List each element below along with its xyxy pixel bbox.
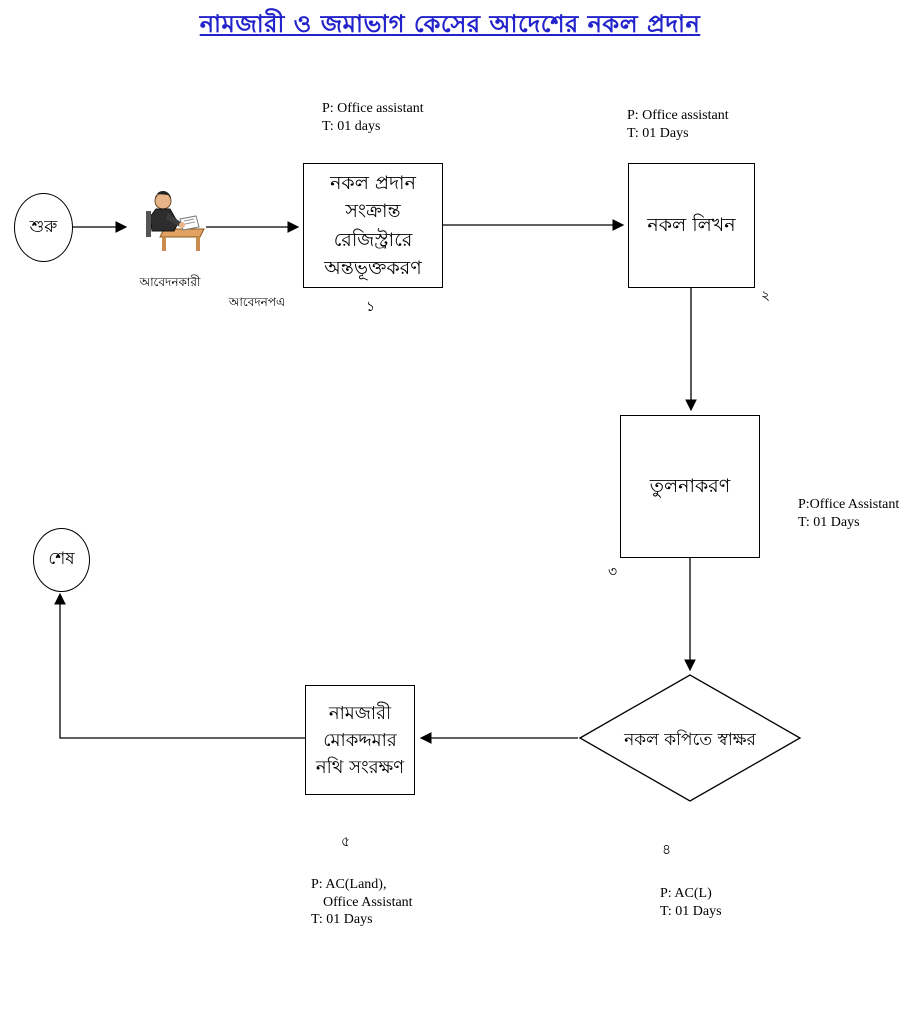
note-step3-person: P:Office Assistant xyxy=(798,497,900,512)
process-box-record-preservation: নামজারী মোকদ্দমার নথি সংরক্ষণ xyxy=(305,685,415,795)
step-number-4: ৪ xyxy=(662,842,672,858)
end-node-label: শেষ xyxy=(48,549,75,569)
start-node-label: শুরু xyxy=(29,216,58,237)
note-step2-time: T: 01 Days xyxy=(627,125,689,141)
process-box-copy-writing-label: নকল লিখন xyxy=(647,214,736,237)
note-step2: P: Office assistant T: 01 Days xyxy=(627,107,729,142)
note-step1-person: P: Office assistant xyxy=(322,101,424,116)
note-step1: P: Office assistant T: 01 days xyxy=(322,100,424,135)
page-title: নামজারী ও জমাভাগ কেসের আদেশের নকল প্রদান xyxy=(199,10,701,38)
decision-diamond-shape xyxy=(578,674,802,802)
applicant-label: আবেদনকারী xyxy=(139,275,201,289)
decision-sign-copy: নকল কপিতে স্বাক্ষর xyxy=(595,727,785,755)
note-step4-person: P: AC(L) xyxy=(660,886,712,901)
note-step5-person2: Office Assistant xyxy=(323,894,413,910)
process-box-comparison-label: তুলনাকরণ xyxy=(649,475,731,498)
note-step1-time: T: 01 days xyxy=(322,118,381,134)
start-node: শুরু xyxy=(14,193,73,262)
step-number-1: ১ xyxy=(366,299,376,315)
arrow-step5-to-end xyxy=(54,592,305,739)
end-node: শেষ xyxy=(33,528,90,592)
step-number-2: ২ xyxy=(761,288,771,304)
note-step5: P: AC(Land), Office Assistant T: 01 Days xyxy=(311,876,413,929)
process-box-record-preservation-label: নামজারী মোকদ্দমার নথি সংরক্ষণ xyxy=(315,702,405,778)
note-step2-person: P: Office assistant xyxy=(627,108,729,123)
decision-sign-copy-label: নকল কপিতে স্বাক্ষর xyxy=(624,730,756,750)
process-box-comparison: তুলনাকরণ xyxy=(620,415,760,558)
process-box-register-entry-label: নকল প্রদান সংক্রান্ত রেজিস্ট্রারে অন্তভূ… xyxy=(324,171,422,280)
process-box-copy-writing: নকল লিখন xyxy=(628,163,755,288)
note-step3: P:Office Assistant T: 01 Days xyxy=(798,496,899,531)
step-number-3: ৩ xyxy=(608,564,618,580)
note-step4: P: AC(L) T: 01 Days xyxy=(660,885,722,920)
note-step3-time: T: 01 Days xyxy=(798,514,860,530)
applicant-clipart-icon xyxy=(130,183,206,259)
application-label: আবেদনপএ xyxy=(228,295,286,309)
process-box-register-entry: নকল প্রদান সংক্রান্ত রেজিস্ট্রারে অন্তভূ… xyxy=(303,163,443,288)
step-number-5: ৫ xyxy=(341,834,351,850)
note-step5-time: T: 01 Days xyxy=(311,912,373,927)
note-step5-person1: P: AC(Land), xyxy=(311,877,387,892)
note-step4-time: T: 01 Days xyxy=(660,903,722,919)
